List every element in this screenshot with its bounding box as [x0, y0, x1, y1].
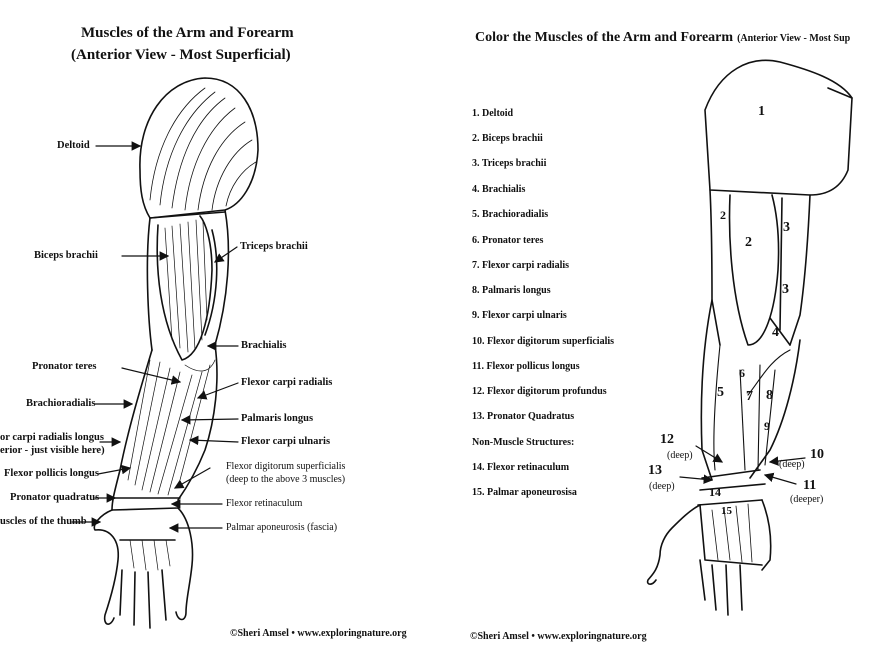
- number-label: 9: [764, 419, 770, 433]
- legend-item: 9. Flexor carpi ulnaris: [472, 310, 567, 321]
- label-pronator-teres: Pronator teres: [32, 361, 97, 372]
- label-flexor-carpi-ulnaris: Flexor carpi ulnaris: [241, 436, 331, 447]
- legend-item: 12. Flexor digitorum profundus: [472, 386, 607, 397]
- label-fds-line2: (deep to the above 3 muscles): [226, 474, 346, 485]
- deep-label-12: (deep): [667, 450, 693, 461]
- left-arm-drawing: [93, 77, 259, 629]
- label-triceps-brachii: Triceps brachii: [240, 241, 308, 252]
- legend-section-header: Non-Muscle Structures:: [472, 437, 575, 448]
- deep-label-13: (deep): [649, 481, 675, 492]
- label-ecr-longus-line1: or carpi radialis longus: [0, 432, 104, 443]
- left-title-line2: (Anterior View - Most Superficial): [71, 47, 291, 63]
- legend-item: 1. Deltoid: [472, 108, 514, 119]
- legend-item: 14. Flexor retinaculum: [472, 462, 570, 473]
- number-label: 10: [810, 447, 824, 462]
- right-title-main: Color the Muscles of the Arm and Forearm: [475, 30, 734, 45]
- number-label: 14: [709, 485, 721, 499]
- legend-item: 8. Palmaris longus: [472, 285, 551, 296]
- number-label: 4: [772, 325, 779, 340]
- number-label: 3: [782, 282, 789, 297]
- legend-item: 10. Flexor digitorum superficialis: [472, 336, 615, 347]
- right-arm-drawing: [646, 59, 853, 616]
- number-label: 2: [745, 235, 752, 250]
- left-leader-lines: [71, 141, 239, 533]
- label-deltoid: Deltoid: [57, 140, 90, 151]
- number-label: 12: [660, 432, 674, 447]
- number-label: 6: [739, 366, 745, 380]
- number-label: 15: [721, 505, 732, 517]
- number-label: 1: [758, 104, 765, 119]
- right-leader-lines: [679, 445, 806, 485]
- legend-item: 4. Brachialis: [472, 184, 526, 195]
- number-label: 11: [803, 478, 817, 493]
- number-label: 2: [720, 208, 726, 222]
- legend-item: 3. Triceps brachii: [472, 158, 547, 169]
- number-label: 7: [746, 389, 753, 404]
- right-credit: ©Sheri Amsel • www.exploringnature.org: [470, 631, 647, 642]
- right-title: Color the Muscles of the Arm and Forearm…: [475, 28, 850, 46]
- label-flexor-pollicis-longus: Flexor pollicis longus: [4, 468, 99, 479]
- legend-item: 5. Brachioradialis: [472, 209, 549, 220]
- legend-item: 15. Palmar aponeurosisa: [472, 487, 577, 498]
- left-credit: ©Sheri Amsel • www.exploringnature.org: [230, 628, 407, 639]
- label-palmar-aponeurosis: Palmar aponeurosis (fascia): [226, 522, 338, 533]
- legend-item: 13. Pronator Quadratus: [472, 411, 575, 422]
- deep-label-10: (deep): [779, 459, 805, 470]
- label-flexor-carpi-radialis: Flexor carpi radialis: [241, 377, 333, 388]
- label-brachioradialis: Brachioradialis: [26, 398, 96, 409]
- label-brachialis: Brachialis: [241, 340, 287, 351]
- number-label: 5: [717, 385, 724, 400]
- label-pronator-quadratus: Pronator quadratus: [10, 492, 100, 503]
- legend-item: 2. Biceps brachii: [472, 133, 543, 144]
- right-title-suffix: (Anterior View - Most Sup: [737, 33, 851, 44]
- legend-item: 7. Flexor carpi radialis: [472, 260, 570, 271]
- deeper-label-11: (deeper): [790, 494, 824, 505]
- label-ecr-longus-line2: erior - just visible here): [0, 445, 105, 456]
- legend-item: 11. Flexor pollicus longus: [472, 361, 580, 372]
- label-palmaris-longus: Palmaris longus: [241, 413, 314, 424]
- label-fds-line1: Flexor digitorum superficialis: [226, 461, 346, 472]
- number-label: 13: [648, 463, 662, 478]
- number-label: 3: [783, 220, 790, 235]
- label-flexor-retinaculum: Flexor retinaculum: [226, 498, 303, 509]
- left-title-line1: Muscles of the Arm and Forearm: [81, 25, 294, 41]
- legend-item: 6. Pronator teres: [472, 235, 544, 246]
- label-biceps-brachii: Biceps brachii: [34, 250, 98, 261]
- number-label: 8: [766, 388, 773, 403]
- label-muscles-of-thumb: uscles of the thumb: [0, 516, 87, 527]
